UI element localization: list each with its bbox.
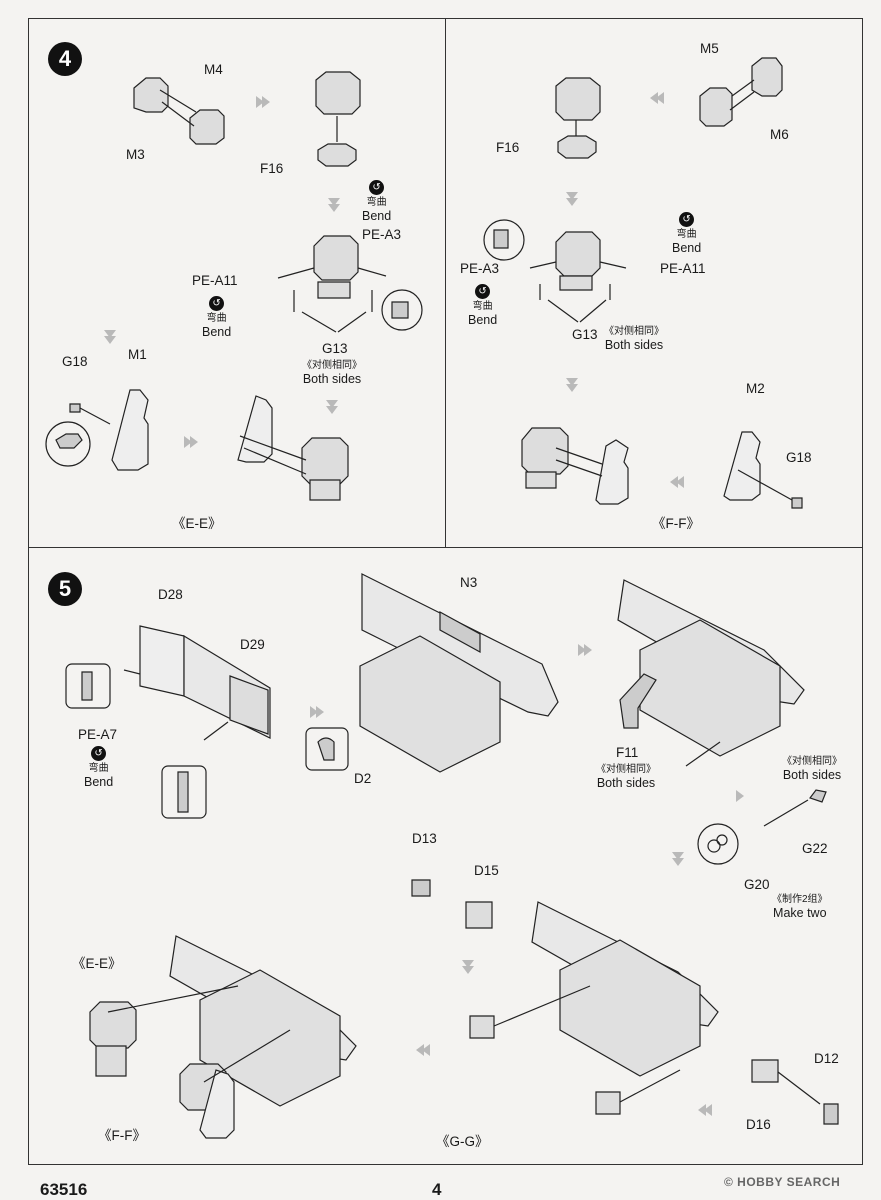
ref-ee-step5: 《E-E》 [72, 956, 122, 971]
f11-frame-assembly [617, 579, 805, 767]
label-d13: D13 [412, 831, 437, 846]
step5-panel [28, 547, 863, 1165]
f11-both-sides-note: 《对侧相同》Both sides [596, 764, 656, 790]
label-d28: D28 [158, 587, 183, 602]
m1-plate [111, 389, 149, 471]
label-pe-a11-right: PE-A11 [660, 261, 706, 276]
pe-a3-detail-circle [381, 289, 423, 331]
label-g20: G20 [744, 877, 770, 892]
ref-gg-step5: 《G-G》 [436, 1134, 489, 1149]
flow-arrows [104, 92, 744, 1116]
step-4-number: 4 [48, 42, 82, 76]
bend-icon: ↺ [369, 180, 385, 195]
page-number: 4 [432, 1180, 442, 1199]
label-d15: D15 [474, 863, 499, 878]
label-m2: M2 [746, 381, 765, 396]
make-two-note: 《制作2组》Make two [772, 894, 828, 920]
both-sides-note-left: 《对侧相同》Both sides [302, 360, 362, 386]
n3-frame-assembly [359, 573, 559, 773]
label-g18-right: G18 [786, 450, 812, 465]
label-m3: M3 [126, 147, 145, 162]
g18-detail-circle [45, 421, 91, 467]
label-m1: M1 [128, 347, 147, 362]
m5-m6-parts [699, 57, 783, 127]
label-f16-right: F16 [496, 140, 520, 155]
watermark: © HOBBY SEARCH [724, 1175, 841, 1189]
turret-top-left [315, 71, 361, 167]
label-pe-a3-left: PE-A3 [362, 227, 402, 242]
label-d2: D2 [354, 771, 372, 786]
label-d29: D29 [240, 637, 265, 652]
label-f16-left: F16 [260, 161, 284, 176]
bend-icon: ↺ [475, 284, 491, 299]
label-m5: M5 [700, 41, 719, 56]
label-n3: N3 [460, 575, 478, 590]
label-pe-a7: PE-A7 [78, 727, 118, 742]
bend-icon: ↺ [209, 296, 225, 311]
ref-ff-step5: 《F-F》 [98, 1128, 146, 1143]
label-g13-right: G13 [572, 327, 598, 342]
label-pe-a11-left: PE-A11 [192, 273, 238, 288]
bend-icon: ↺ [91, 746, 107, 761]
label-m4: M4 [204, 62, 223, 77]
m3-m4-parts [133, 77, 225, 145]
label-d16: D16 [746, 1117, 771, 1132]
label-f11: F11 [616, 745, 639, 760]
label-pe-a3-right: PE-A3 [460, 261, 500, 276]
label-g18-left: G18 [62, 354, 88, 369]
g22-both-sides-note: 《对侧相同》Both sides [782, 756, 842, 782]
product-number: 63516 [40, 1180, 88, 1199]
ref-ee-step4: 《E-E》 [172, 516, 222, 531]
label-d12: D12 [814, 1051, 839, 1066]
label-g22: G22 [802, 841, 828, 856]
label-m6: M6 [770, 127, 789, 142]
bend-icon: ↺ [679, 212, 695, 227]
both-sides-note-right: 《对侧相同》Both sides [604, 326, 664, 352]
turret-assembly-left [277, 235, 387, 333]
step-5-number: 5 [48, 572, 82, 606]
d28-d29-parts [123, 625, 271, 741]
label-g13-left: G13 [322, 341, 348, 356]
ref-ff-step4: 《F-F》 [652, 516, 700, 531]
